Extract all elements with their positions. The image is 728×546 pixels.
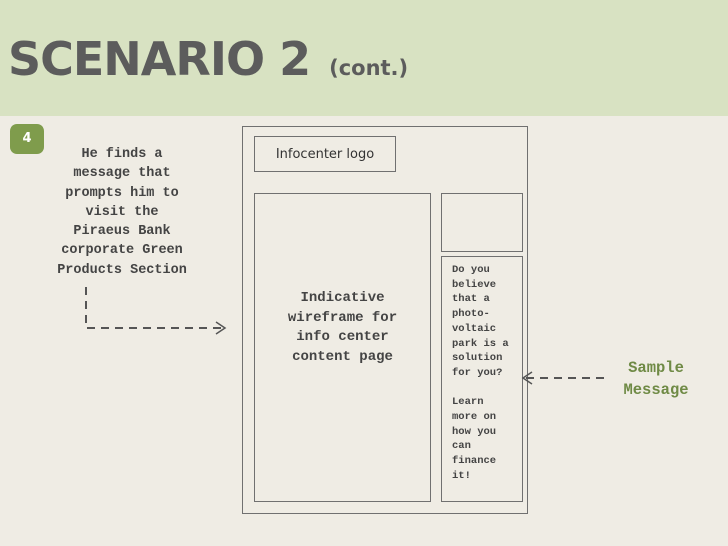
logo-label: Infocenter logo: [275, 147, 375, 162]
content-line: info center: [296, 329, 389, 345]
logo-placeholder: Infocenter logo: [254, 136, 396, 172]
message-line: Do you: [452, 264, 490, 276]
sample-label-line: Sample: [628, 359, 684, 377]
scenario-line: prompts him to: [65, 185, 179, 201]
scenario-arrow-head: [215, 321, 227, 335]
message-line: photo-: [452, 308, 490, 321]
message-line: park is a: [452, 337, 509, 350]
message-line: solution: [452, 352, 503, 365]
header-bar: SCENARIO 2 (cont.): [0, 0, 728, 116]
sample-message-box: Do you believe that a photo- voltaic par…: [441, 256, 523, 502]
scenario-line: He finds a: [81, 147, 163, 162]
message-line: finance: [452, 455, 497, 468]
scenario-line: Piraeus Bank: [73, 224, 171, 240]
message-line: how you: [452, 425, 497, 438]
content-line: Indicative: [300, 290, 385, 306]
title-suffix: (cont.): [329, 56, 409, 80]
message-line: Learn: [452, 396, 484, 409]
page-wireframe: [242, 126, 528, 514]
title-main: SCENARIO 2: [8, 32, 311, 86]
sample-message-label: Sample Message: [604, 357, 708, 401]
scenario-line: visit the: [85, 204, 159, 220]
step-number-badge: 4: [10, 124, 44, 154]
message-line: for you?: [452, 366, 503, 379]
message-line: believe: [452, 278, 497, 291]
scenario-line: Products Section: [57, 262, 187, 278]
message-line: can: [452, 440, 471, 453]
sample-arrow-head: [521, 371, 533, 385]
message-line: it!: [452, 469, 471, 482]
content-placeholder: Indicative wireframe for info center con…: [254, 193, 431, 502]
message-line: voltaic: [452, 322, 497, 335]
sample-label-line: Message: [623, 381, 689, 399]
scenario-description: He finds a message that prompts him to v…: [32, 145, 212, 280]
message-line: more on: [452, 411, 497, 424]
content-line: content page: [292, 348, 393, 365]
content-description: Indicative wireframe for info center con…: [261, 289, 424, 367]
side-banner-placeholder: [441, 193, 523, 252]
message-line: that a: [452, 293, 490, 306]
message-text: Do you believe that a photo- voltaic par…: [452, 263, 522, 484]
scenario-line: corporate Green: [61, 243, 183, 259]
scenario-line: message that: [73, 166, 171, 182]
content-line: wireframe for: [287, 309, 398, 326]
slide-title: SCENARIO 2 (cont.): [8, 32, 408, 86]
scenario-to-page-arrow: [85, 287, 224, 329]
